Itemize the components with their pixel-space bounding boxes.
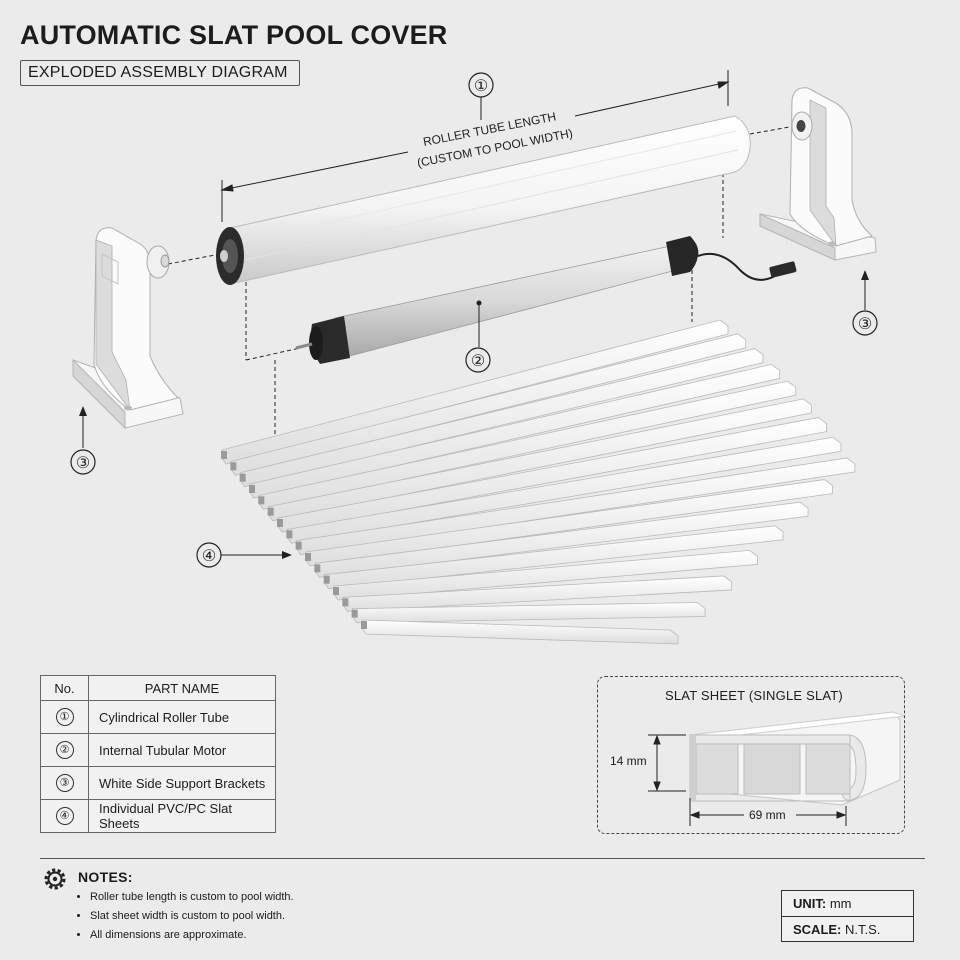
slat-width-dimension: 69 mm (749, 808, 786, 822)
unit-value: mm (829, 896, 852, 911)
diagram-subtitle: EXPLODED ASSEMBLY DIAGRAM (20, 60, 300, 86)
slat-end-profile (333, 587, 339, 595)
table-row: ④ Individual PVC/PC Slat Sheets (40, 799, 276, 833)
table-row: ① Cylindrical Roller Tube (40, 700, 276, 734)
parts-table-header-name: PART NAME (88, 675, 276, 701)
slat-end-profile (249, 485, 255, 493)
tubular-motor (295, 236, 797, 364)
part-number: ② (55, 741, 74, 759)
slat-end-profile (230, 462, 237, 471)
callout-3-left: ③ (70, 406, 96, 475)
notes-divider (40, 858, 925, 859)
svg-text:①: ① (474, 78, 488, 95)
part-name: White Side Support Brackets (88, 766, 276, 800)
slat-profile-illustration (689, 711, 906, 806)
callout-1: ① (468, 72, 494, 120)
roller-dimension-line (220, 70, 730, 222)
note-item: Roller tube length is custom to pool wid… (90, 888, 294, 907)
right-support-bracket (759, 87, 877, 261)
assembly-guide-lines (167, 125, 796, 435)
slat-end-profile (314, 564, 321, 573)
slat-end-profile (221, 451, 227, 459)
slat-end-profile (323, 575, 330, 584)
slat-end-profile (239, 473, 246, 482)
callout-4: ④ (196, 542, 292, 568)
slat-end-profile (277, 519, 283, 527)
slat-end-profile (305, 553, 311, 561)
part-number: ④ (55, 807, 74, 825)
unit-row: UNIT: mm (782, 891, 913, 916)
unit-label: UNIT: (793, 896, 827, 911)
slat-dimension-lines (648, 734, 847, 826)
page-title: AUTOMATIC SLAT POOL COVER (20, 20, 448, 50)
callout-3-right: ③ (852, 270, 878, 336)
slat-sheet (361, 619, 679, 645)
parts-table: No. PART NAME ① Cylindrical Roller Tube … (40, 675, 276, 833)
svg-text:②: ② (471, 353, 485, 370)
part-name: Individual PVC/PC Slat Sheets (88, 799, 276, 833)
svg-text:④: ④ (202, 548, 216, 565)
slat-end-profile (342, 598, 349, 607)
svg-text:③: ③ (76, 455, 90, 472)
slat-end-profile (361, 621, 367, 629)
part-name: Internal Tubular Motor (88, 733, 276, 767)
slat-end-profile (258, 496, 265, 505)
callout-2: ② (465, 305, 491, 373)
slat-end-profile (295, 541, 302, 550)
note-item: Slat sheet width is custom to pool width… (90, 907, 294, 926)
note-item: All dimensions are approximate. (90, 926, 294, 945)
roller-tube (216, 115, 751, 285)
part-number: ③ (55, 774, 74, 792)
slat-end-profile (286, 530, 293, 539)
slat-height-dimension: 14 mm (610, 754, 647, 768)
slat-end-profile (351, 609, 358, 618)
scale-value: N.T.S. (845, 922, 881, 937)
table-row: ② Internal Tubular Motor (40, 733, 276, 767)
svg-text:③: ③ (858, 316, 872, 333)
notes-list: Roller tube length is custom to pool wid… (74, 888, 294, 945)
slat-detail-box (597, 676, 905, 834)
slat-detail-title: SLAT SHEET (SINGLE SLAT) (665, 688, 843, 703)
gear-icon (44, 868, 66, 890)
table-row: ③ White Side Support Brackets (40, 766, 276, 800)
unit-scale-box: UNIT: mm SCALE: N.T.S. (781, 890, 914, 942)
parts-table-header-no: No. (40, 675, 89, 701)
left-support-bracket (72, 227, 184, 430)
notes-title: NOTES: (78, 869, 133, 885)
slat-sheets (221, 319, 856, 645)
scale-label: SCALE: (793, 922, 842, 937)
scale-row: SCALE: N.T.S. (782, 916, 913, 942)
part-number: ① (55, 708, 74, 726)
slat-end-profile (267, 507, 274, 516)
part-name: Cylindrical Roller Tube (88, 700, 276, 734)
